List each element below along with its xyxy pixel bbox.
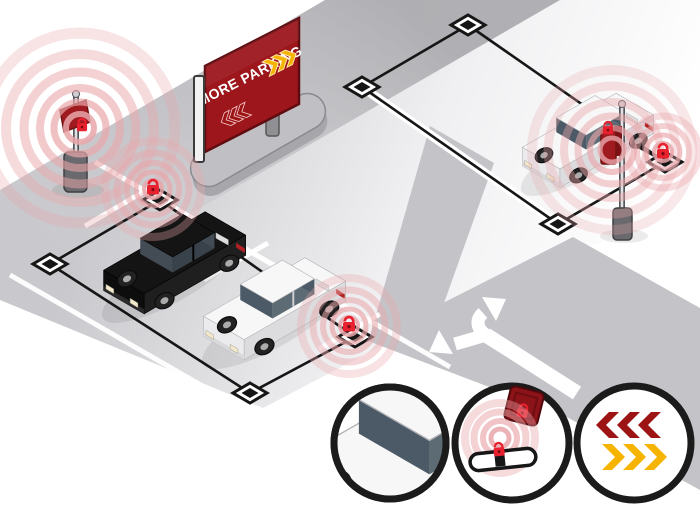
- parking-row-road: [0, 0, 560, 318]
- billboard-post-left: [193, 75, 205, 163]
- road-branch: [370, 126, 494, 348]
- radio-waves-icon: [461, 399, 539, 477]
- radio-waves-icon: [0, 27, 181, 229]
- inset-car-closeup: [330, 383, 450, 503]
- inset-chevrons: [573, 382, 695, 504]
- radio-waves-icon: [623, 112, 700, 192]
- road-arrow-icon: [429, 297, 582, 400]
- inset-sensor-detail: [451, 382, 573, 504]
- billboard: MORE PARKING: [189, 15, 328, 196]
- sensor-network-zone-1: [359, 23, 666, 228]
- billboard-panel-sheen: [205, 18, 299, 88]
- radio-waves-icon: [297, 274, 401, 378]
- pavement-pill: [468, 441, 538, 473]
- radio-waves-icon: [101, 137, 205, 241]
